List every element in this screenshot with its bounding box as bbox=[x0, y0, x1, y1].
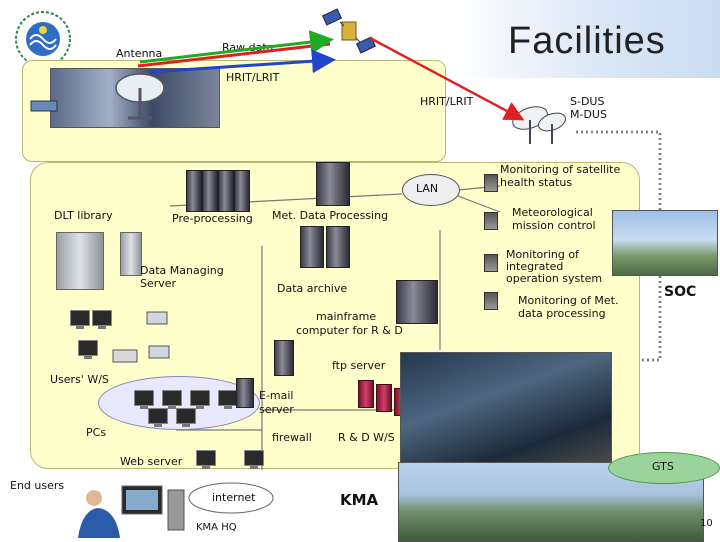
internet-cloud-icon bbox=[188, 482, 274, 514]
web-server-label: Web server bbox=[120, 455, 183, 468]
ftp-server-label: ftp server bbox=[332, 359, 386, 372]
user-pc-icon bbox=[162, 390, 182, 409]
monitor-health-label-1: Monitoring of satellite bbox=[500, 163, 621, 176]
workstation-icon bbox=[78, 340, 98, 359]
kma-hq-label: KMA HQ bbox=[196, 522, 237, 533]
printer-icon bbox=[112, 349, 138, 363]
gts-cloud bbox=[608, 452, 720, 484]
data-managing-server-icon bbox=[120, 232, 142, 276]
soc-building-photo bbox=[612, 210, 718, 276]
monitor-health-label-2: health status bbox=[500, 176, 573, 189]
mainframe-label-1: mainframe bbox=[316, 310, 377, 323]
mainframe-icon bbox=[396, 280, 438, 324]
met-data-processing-label: Met. Data Processing bbox=[272, 209, 389, 222]
met-processing-server-right bbox=[326, 226, 350, 268]
hrit-lrit-top-label: HRIT/LRIT bbox=[226, 71, 280, 84]
email-label-2: server bbox=[259, 403, 294, 416]
preprocessing-server-4 bbox=[234, 170, 250, 212]
title-band bbox=[455, 0, 720, 78]
web-server-icon bbox=[196, 450, 216, 469]
monitor-met-label-1: Monitoring of Met. bbox=[518, 294, 619, 307]
user-pc-icon bbox=[218, 390, 238, 409]
ftp-server-icon bbox=[274, 340, 294, 376]
rd-workstation-icon bbox=[376, 384, 392, 412]
antenna-label: Antenna bbox=[116, 47, 163, 60]
internet-label: internet bbox=[212, 491, 256, 504]
rd-ws-label: R & D W/S bbox=[338, 431, 395, 444]
end-user-icon bbox=[78, 485, 185, 538]
user-pc-icon bbox=[176, 408, 196, 427]
met-processing-server-left bbox=[300, 226, 324, 268]
data-managing-label-1: Data Managing bbox=[140, 264, 224, 277]
user-pc-icon bbox=[148, 408, 168, 427]
preprocessing-server-3 bbox=[218, 170, 234, 212]
gts-label: GTS bbox=[652, 460, 674, 473]
downlink-arrows bbox=[137, 30, 525, 121]
met-doc-icon bbox=[484, 292, 498, 310]
preprocessing-server-1 bbox=[186, 170, 202, 212]
kma-label: KMA bbox=[340, 491, 379, 509]
workstation-icon bbox=[92, 310, 112, 329]
m-dus-label: M-DUS bbox=[570, 108, 607, 121]
monitor-ops-label-1: Monitoring of bbox=[506, 248, 579, 261]
soc-label: SOC bbox=[664, 284, 697, 300]
monitor-ops-label-3: operation system bbox=[506, 272, 603, 285]
kma-logo-icon bbox=[15, 11, 71, 67]
rd-workstation-icon bbox=[358, 380, 374, 408]
email-server-icon bbox=[236, 378, 254, 408]
satellite-icon bbox=[322, 8, 377, 54]
lan-cloud bbox=[402, 174, 460, 206]
antenna-dish-icon bbox=[115, 73, 165, 120]
data-archive-label: Data archive bbox=[277, 282, 348, 295]
users-ws-label: Users' W/S bbox=[50, 373, 109, 386]
email-label-1: E-mail bbox=[259, 389, 294, 402]
pre-processing-label: Pre-processing bbox=[172, 212, 253, 225]
web-server-icon bbox=[244, 450, 264, 469]
ops-doc-icon bbox=[484, 254, 498, 272]
workstation-icon bbox=[70, 310, 90, 329]
end-users-label: End users bbox=[10, 479, 65, 492]
pcs-label: PCs bbox=[86, 426, 107, 439]
preprocessing-server-2 bbox=[202, 170, 218, 212]
hrit-lrit-right-label: HRIT/LRIT bbox=[420, 95, 474, 108]
lan-label: LAN bbox=[416, 182, 439, 195]
receiver-box-icon bbox=[30, 100, 58, 112]
monitor-doc-icon bbox=[484, 174, 498, 192]
monitor-ops-label-2: integrated bbox=[506, 260, 564, 273]
met-processing-server-top bbox=[316, 162, 350, 206]
dlt-library-icon bbox=[56, 232, 104, 290]
page-title: Facilities bbox=[508, 20, 666, 62]
data-managing-label-2: Server bbox=[140, 277, 177, 290]
page-number: 10 bbox=[700, 518, 713, 529]
dlt-library-label: DLT library bbox=[54, 209, 113, 222]
scanner-icon bbox=[146, 311, 168, 325]
firewall-label: firewall bbox=[272, 431, 312, 444]
met-mission-label-2: mission control bbox=[512, 219, 596, 232]
scanner-icon bbox=[148, 345, 170, 359]
operations-room-photo bbox=[400, 352, 612, 464]
mainframe-label-2: computer for R & D bbox=[296, 324, 403, 337]
mission-doc-icon bbox=[484, 212, 498, 230]
monitor-met-label-2: data processing bbox=[518, 307, 606, 320]
user-pc-icon bbox=[134, 390, 154, 409]
met-mission-label-1: Meteorological bbox=[512, 206, 593, 219]
s-dus-label: S-DUS bbox=[570, 95, 605, 108]
user-pc-icon bbox=[190, 390, 210, 409]
